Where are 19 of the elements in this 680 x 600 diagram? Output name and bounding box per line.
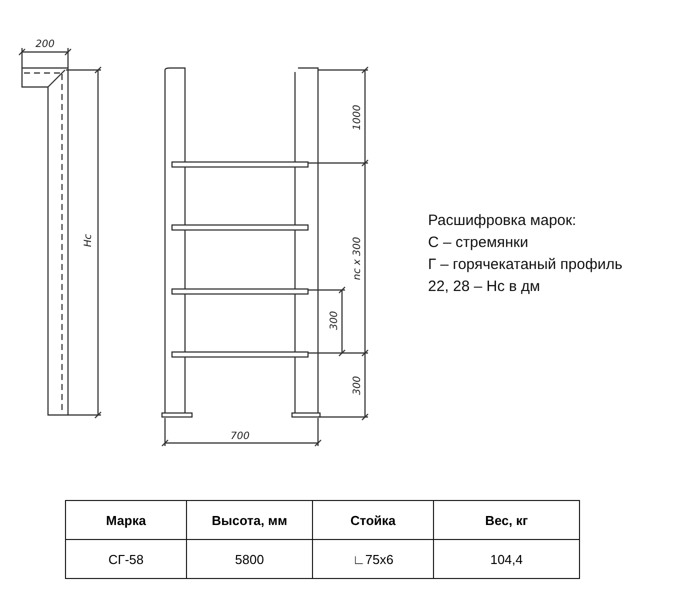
- table-header-cell: Марка: [66, 500, 186, 540]
- table-header-cell: Стойка: [312, 500, 434, 540]
- dimension-label: 1000: [352, 104, 363, 130]
- table-header-cell: Вес, кг: [434, 500, 580, 540]
- dimension-label: 300: [328, 310, 340, 330]
- legend-text: С – стремянки: [428, 234, 528, 252]
- table-header-cell: Высота, мм: [186, 500, 312, 540]
- dimension-label: 200: [36, 38, 55, 50]
- legend-text: 22, 28 – Нс в дм: [428, 278, 540, 296]
- table-cell: 5800: [186, 540, 312, 578]
- table-cell: ∟75x6: [312, 540, 434, 578]
- legend-heading: Расшифровка марок:: [428, 212, 576, 230]
- dimension-label: 700: [230, 430, 250, 442]
- dimension-label: 300: [352, 375, 363, 395]
- legend-text: Г – горячекатаный профиль: [428, 256, 622, 274]
- table-cell: СГ-58: [66, 540, 186, 578]
- dimension-label: nс x 300: [352, 236, 363, 280]
- table-cell: 104,4: [434, 540, 580, 578]
- dimension-label: Нс: [82, 233, 94, 247]
